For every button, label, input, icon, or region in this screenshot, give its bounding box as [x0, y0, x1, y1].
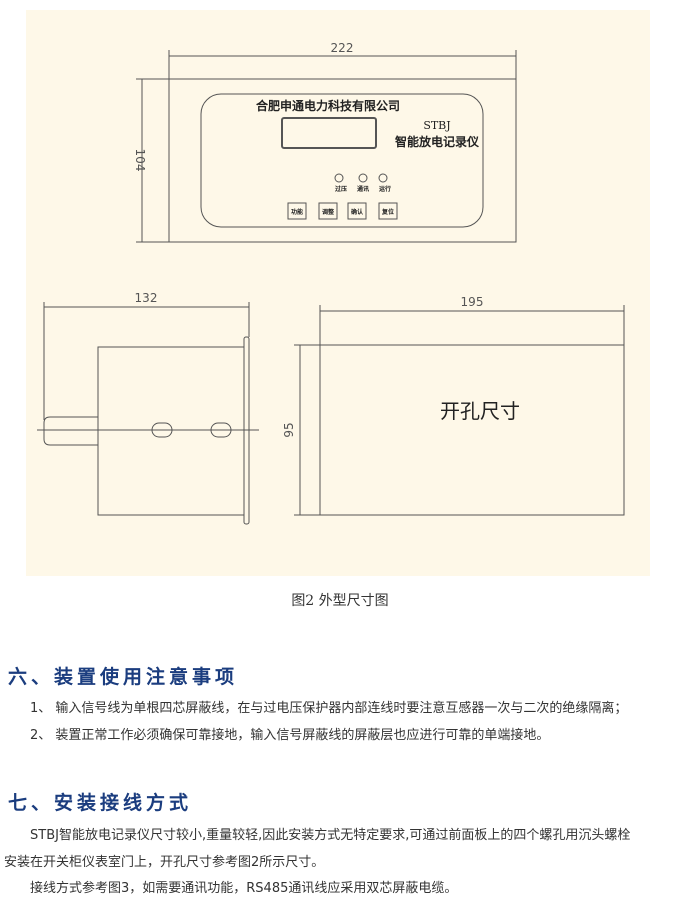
dim-222: 222: [331, 41, 354, 55]
button-label: 调整: [322, 208, 335, 216]
section-7-paragraph: STBJ智能放电记录仪尺寸较小,重量较轻,因此安装方式无特定要求,可通过前面板上…: [30, 828, 631, 843]
led-label: 通讯: [357, 185, 369, 193]
front-view: 222 104 合肥申通电力科技有限公司 STBJ 智能放电记录仪 过压 通讯 …: [133, 41, 517, 243]
led-comm-icon: [358, 173, 368, 183]
dim-195: 195: [461, 295, 484, 309]
dim-104: 104: [133, 149, 147, 172]
company-name: 合肥申通电力科技有限公司: [256, 98, 400, 113]
figure-caption: 图2 外型尺寸图: [291, 593, 389, 609]
model-name: STBJ: [423, 119, 450, 132]
led-label: 运行: [379, 185, 391, 193]
section-6-item: 1、 输入信号线为单根四芯屏蔽线，在与过电压保护器内部连线时要注意互感器一次与二…: [30, 701, 628, 716]
button-label: 功能: [291, 208, 303, 216]
product-name: 智能放电记录仪: [394, 134, 480, 149]
button-label: 确认: [351, 208, 364, 216]
front-panel: [168, 78, 517, 243]
dimension-drawing-background: [26, 10, 650, 576]
led-run-icon: [378, 173, 388, 183]
dimension-drawing: 222 104 合肥申通电力科技有限公司 STBJ 智能放电记录仪 过压 通讯 …: [37, 41, 625, 525]
section-7-paragraph: 安装在开关柜仪表室门上，开孔尺寸参考图2所示尺寸。: [4, 855, 325, 870]
lcd-display: [281, 117, 377, 149]
button-confirm: [347, 202, 367, 220]
dim-132: 132: [135, 291, 158, 305]
section-7-paragraph: 接线方式参考图3，如需要通讯功能，RS485通讯线应采用双芯屏蔽电缆。: [30, 881, 458, 896]
button-function: [287, 202, 307, 220]
section-7-heading: 七、安装接线方式: [8, 792, 193, 814]
dim-95: 95: [282, 422, 296, 437]
cutout-view: 195 95 开孔尺寸: [282, 295, 625, 516]
side-view: 132: [37, 291, 259, 525]
button-reset: [378, 202, 398, 220]
panel-face: [200, 93, 484, 228]
cutout-label: 开孔尺寸: [440, 399, 520, 423]
led-overvoltage-icon: [334, 173, 344, 183]
led-label: 过压: [335, 185, 347, 193]
section-6-heading: 六、装置使用注意事项: [8, 666, 239, 688]
button-label: 复位: [381, 208, 394, 216]
section-6-item: 2、 装置正常工作必须确保可靠接地，输入信号屏蔽线的屏蔽层也应进行可靠的单端接地…: [30, 728, 550, 743]
button-adjust: [318, 202, 338, 220]
